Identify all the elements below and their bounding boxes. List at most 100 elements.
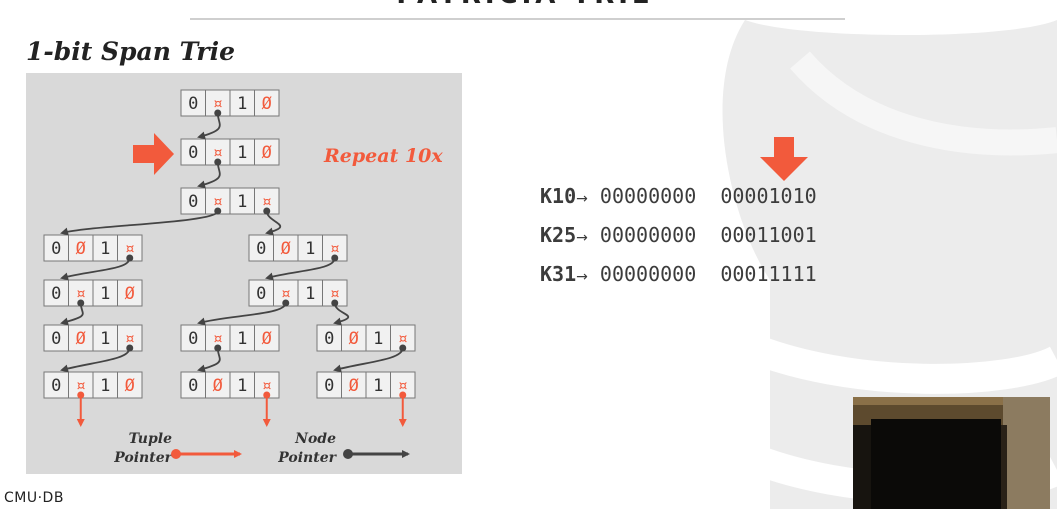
trie-node-cell (117, 371, 143, 399)
trie-node-value: Ø (349, 376, 359, 396)
trie-node-cell (117, 279, 143, 307)
trie-node-value: ¤ (281, 284, 291, 304)
trie-node-cell (180, 89, 206, 117)
key-arrow: → (576, 230, 588, 246)
key-low-byte: 00011111 (720, 262, 817, 286)
current-node-arrow-icon (133, 133, 174, 175)
trie-node-value: 1 (237, 192, 247, 212)
key-arrow: → (576, 269, 588, 285)
key-row: K25→ 00000000 00011001 (540, 221, 817, 260)
key-low-byte: 00011001 (720, 223, 817, 247)
node-pointer-legend-icon (343, 449, 410, 459)
pointer-dot (77, 299, 85, 307)
trie-node-cell (365, 324, 391, 352)
trie-node-cell (229, 324, 255, 352)
trie-node-value: ¤ (398, 376, 408, 396)
trie-node-value: 1 (237, 94, 247, 114)
trie-node-value: 0 (188, 143, 198, 163)
trie-node-value: 1 (305, 239, 315, 259)
slide-title: 1-bit Span Trie (26, 37, 235, 66)
tuple-pointer-legend-icon (171, 449, 242, 459)
presenter-video-overlay (853, 397, 1050, 509)
pointer-dot (214, 109, 222, 117)
trie-node-value: 1 (237, 376, 247, 396)
trie-node-cell (92, 371, 118, 399)
trie-node-cell (229, 187, 255, 215)
trie-node-cell (365, 371, 391, 399)
trie-node-value: ¤ (330, 284, 340, 304)
trie-node-cell (297, 234, 323, 262)
trie-node-cell (180, 138, 206, 166)
trie-node-value: ¤ (213, 329, 223, 349)
trie-node-value: 0 (188, 192, 198, 212)
trie-node-value: 0 (51, 284, 61, 304)
node-pointer-link (60, 210, 219, 236)
trie-node-value: 0 (256, 284, 266, 304)
node-pointer-link (197, 112, 221, 140)
trie-node-cell (68, 234, 94, 262)
pointer-dot (126, 254, 134, 262)
trie-node-value: 1 (237, 143, 247, 163)
pointer-dot (214, 158, 222, 166)
trie-node-value: Ø (262, 329, 272, 349)
key-high-byte: 00000000 (599, 262, 697, 286)
trie-node-value: 1 (100, 329, 110, 349)
key-row: K10→ 00000000 00001010 (540, 182, 817, 221)
trie-node-cell (43, 279, 69, 307)
trie-node-value: Ø (213, 376, 223, 396)
trie-node-cell (43, 324, 69, 352)
pointer-dot (126, 344, 134, 352)
trie-node-value: 1 (373, 329, 383, 349)
cmu-db-logo: CMU·DB (4, 490, 64, 506)
title-divider (190, 18, 845, 20)
trie-node-value: ¤ (262, 192, 272, 212)
trie-node-value: ¤ (125, 329, 135, 349)
trie-node-value: 0 (51, 376, 61, 396)
trie-node-value: 0 (188, 94, 198, 114)
key-name: K25 (540, 223, 577, 247)
trie-node-value: 0 (51, 239, 61, 259)
trie-node-value: Ø (76, 329, 86, 349)
trie-node-value: ¤ (213, 143, 223, 163)
trie-node-value: 1 (100, 239, 110, 259)
node-pointer-legend-line2: Pointer (277, 450, 337, 466)
trie-node-value: Ø (125, 284, 135, 304)
trie-node-value: ¤ (125, 239, 135, 259)
trie-node-value: ¤ (262, 376, 272, 396)
trie-node-cell (254, 89, 280, 117)
key-list: K10→ 00000000 00001010 K25→ 00000000 000… (540, 182, 817, 299)
trie-node-value: 0 (188, 329, 198, 349)
trie-node: 0¤1¤ (248, 279, 348, 307)
trie-node-value: ¤ (398, 329, 408, 349)
trie-node-cell (341, 371, 367, 399)
pointer-dot (214, 344, 222, 352)
trie-node-value: Ø (125, 376, 135, 396)
trie-node-value: ¤ (76, 376, 86, 396)
trie-node-cell (254, 324, 280, 352)
trie-node-value: ¤ (213, 192, 223, 212)
trie-node-cell (92, 324, 118, 352)
pointer-dot (77, 391, 85, 399)
trie-node-cell (341, 324, 367, 352)
pointer-dot (263, 391, 271, 399)
trie-node: 0 ¤ 1 ¤ (180, 187, 280, 215)
tuple-pointer-legend-line2: Pointer (113, 450, 173, 466)
trie-node-cell (229, 89, 255, 117)
section-heading: PATRICIA TRIE (300, 0, 750, 10)
bit-position-arrow-icon (760, 137, 808, 181)
trie-node-cell (43, 234, 69, 262)
pointer-dot (282, 299, 290, 307)
trie-node-value: Ø (262, 94, 272, 114)
trie-node-value: ¤ (76, 284, 86, 304)
trie-node-cell (297, 279, 323, 307)
